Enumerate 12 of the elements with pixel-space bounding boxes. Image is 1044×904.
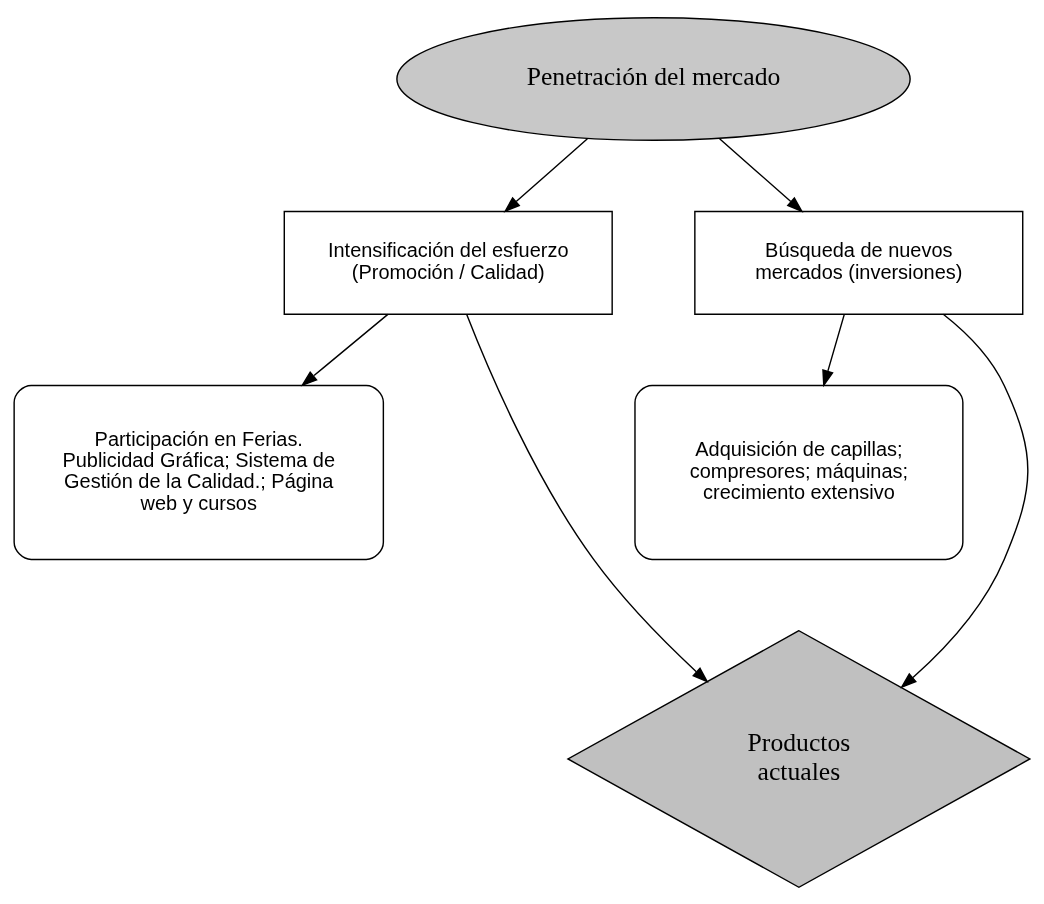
arrow: [900, 313, 1029, 689]
arrow: [718, 137, 804, 213]
node-box: Participación en Ferias. Publicidad Gráfica; Sistema de Gestión de la Calidad.; Página web y cursos: [13, 384, 385, 560]
arrow: [465, 313, 709, 683]
node-box: Adquisición de capillas; compresores; máquinas; crecimiento extensivo: [634, 384, 964, 560]
node-box: Intensificación del esfuerzo (Promoción / Calidad): [283, 210, 613, 315]
arrow: [300, 313, 389, 387]
arrow: [503, 137, 589, 213]
node-box: Búsqueda de nuevos mercados (inversiones): [694, 210, 1024, 315]
node-ellipse: Penetración del mercado: [396, 16, 911, 141]
arrow: [822, 313, 845, 387]
node-diamond: Productos actuales: [566, 629, 1032, 888]
